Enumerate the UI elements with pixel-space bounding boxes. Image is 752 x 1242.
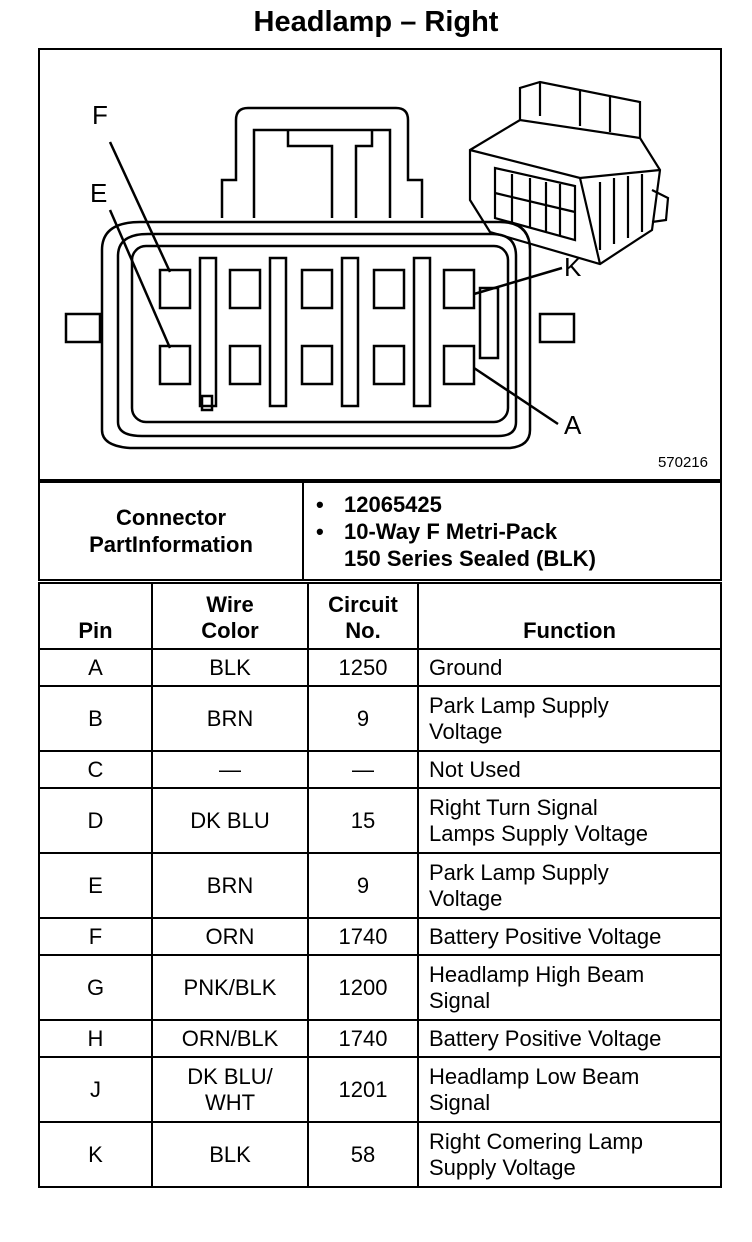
page-title: Headlamp – Right: [253, 6, 499, 38]
circuit-cell: 1740: [307, 917, 419, 956]
connector-description-1: 10-Way F Metri-Pack: [344, 518, 558, 544]
part-number: 12065425: [344, 491, 442, 517]
pin-cell: B: [38, 685, 153, 752]
callout-k: K: [564, 252, 582, 282]
part-number-line: • 12065425: [316, 491, 720, 518]
header-function: Function: [417, 582, 722, 650]
function-cell: Battery Positive Voltage: [417, 1019, 722, 1058]
figure-id: 570216: [657, 454, 708, 471]
pin-cell: J: [38, 1056, 153, 1123]
pin-cell: E: [38, 852, 153, 919]
bullet-icon: •: [316, 518, 324, 544]
wire-color-cell: DK BLU: [151, 787, 309, 854]
connector-info-values: • 12065425 • 10-Way F Metri-Pack 150 Ser…: [302, 481, 722, 581]
wire-color-cell: PNK/BLK: [151, 954, 309, 1021]
pin-cell: G: [38, 954, 153, 1021]
pin-cell: D: [38, 787, 153, 854]
header-wire-color: Wire Color: [151, 582, 309, 650]
circuit-cell: 1250: [307, 648, 419, 687]
circuit-cell: 1740: [307, 1019, 419, 1058]
connector-description-2: 150 Series Sealed (BLK): [344, 545, 596, 571]
circuit-cell: 9: [307, 685, 419, 752]
wire-color-cell: ORN: [151, 917, 309, 956]
description-line: • 10-Way F Metri-Pack: [316, 518, 720, 545]
pinout-header-row: Pin Wire Color Circuit No. Function: [38, 582, 722, 650]
connector-info-label: Connector PartInformation: [38, 481, 304, 581]
function-cell: Not Used: [417, 750, 722, 789]
pin-cell: H: [38, 1019, 153, 1058]
table-row: C——Not Used: [38, 750, 722, 789]
function-cell: Ground: [417, 648, 722, 687]
circuit-cell: —: [307, 750, 419, 789]
callout-a: A: [564, 410, 582, 440]
circuit-cell: 1201: [307, 1056, 419, 1123]
connector-face-drawing: F E K A: [64, 80, 670, 450]
pin-cell: F: [38, 917, 153, 956]
header-circuit-no: Circuit No.: [307, 582, 419, 650]
callout-e: E: [90, 178, 107, 208]
callout-f: F: [92, 100, 108, 130]
function-cell: Battery Positive Voltage: [417, 917, 722, 956]
circuit-cell: 15: [307, 787, 419, 854]
circuit-cell: 1200: [307, 954, 419, 1021]
pin-cell: C: [38, 750, 153, 789]
circuit-cell: 9: [307, 852, 419, 919]
wire-color-cell: —: [151, 750, 309, 789]
circuit-cell: 58: [307, 1121, 419, 1188]
wire-color-cell: BRN: [151, 685, 309, 752]
pin-cell: K: [38, 1121, 153, 1188]
wire-color-cell: ORN/BLK: [151, 1019, 309, 1058]
header-pin: Pin: [38, 582, 153, 650]
wire-color-cell: BLK: [151, 1121, 309, 1188]
connector-diagram: F E K A 570216: [38, 48, 722, 481]
pin-cell: A: [38, 648, 153, 687]
bullet-icon: •: [316, 491, 324, 517]
wire-color-cell: BRN: [151, 852, 309, 919]
connector-info-table: Connector PartInformation • 12065425 • 1…: [38, 481, 722, 581]
wire-color-cell: DK BLU/WHT: [151, 1056, 309, 1123]
wire-color-cell: BLK: [151, 648, 309, 687]
